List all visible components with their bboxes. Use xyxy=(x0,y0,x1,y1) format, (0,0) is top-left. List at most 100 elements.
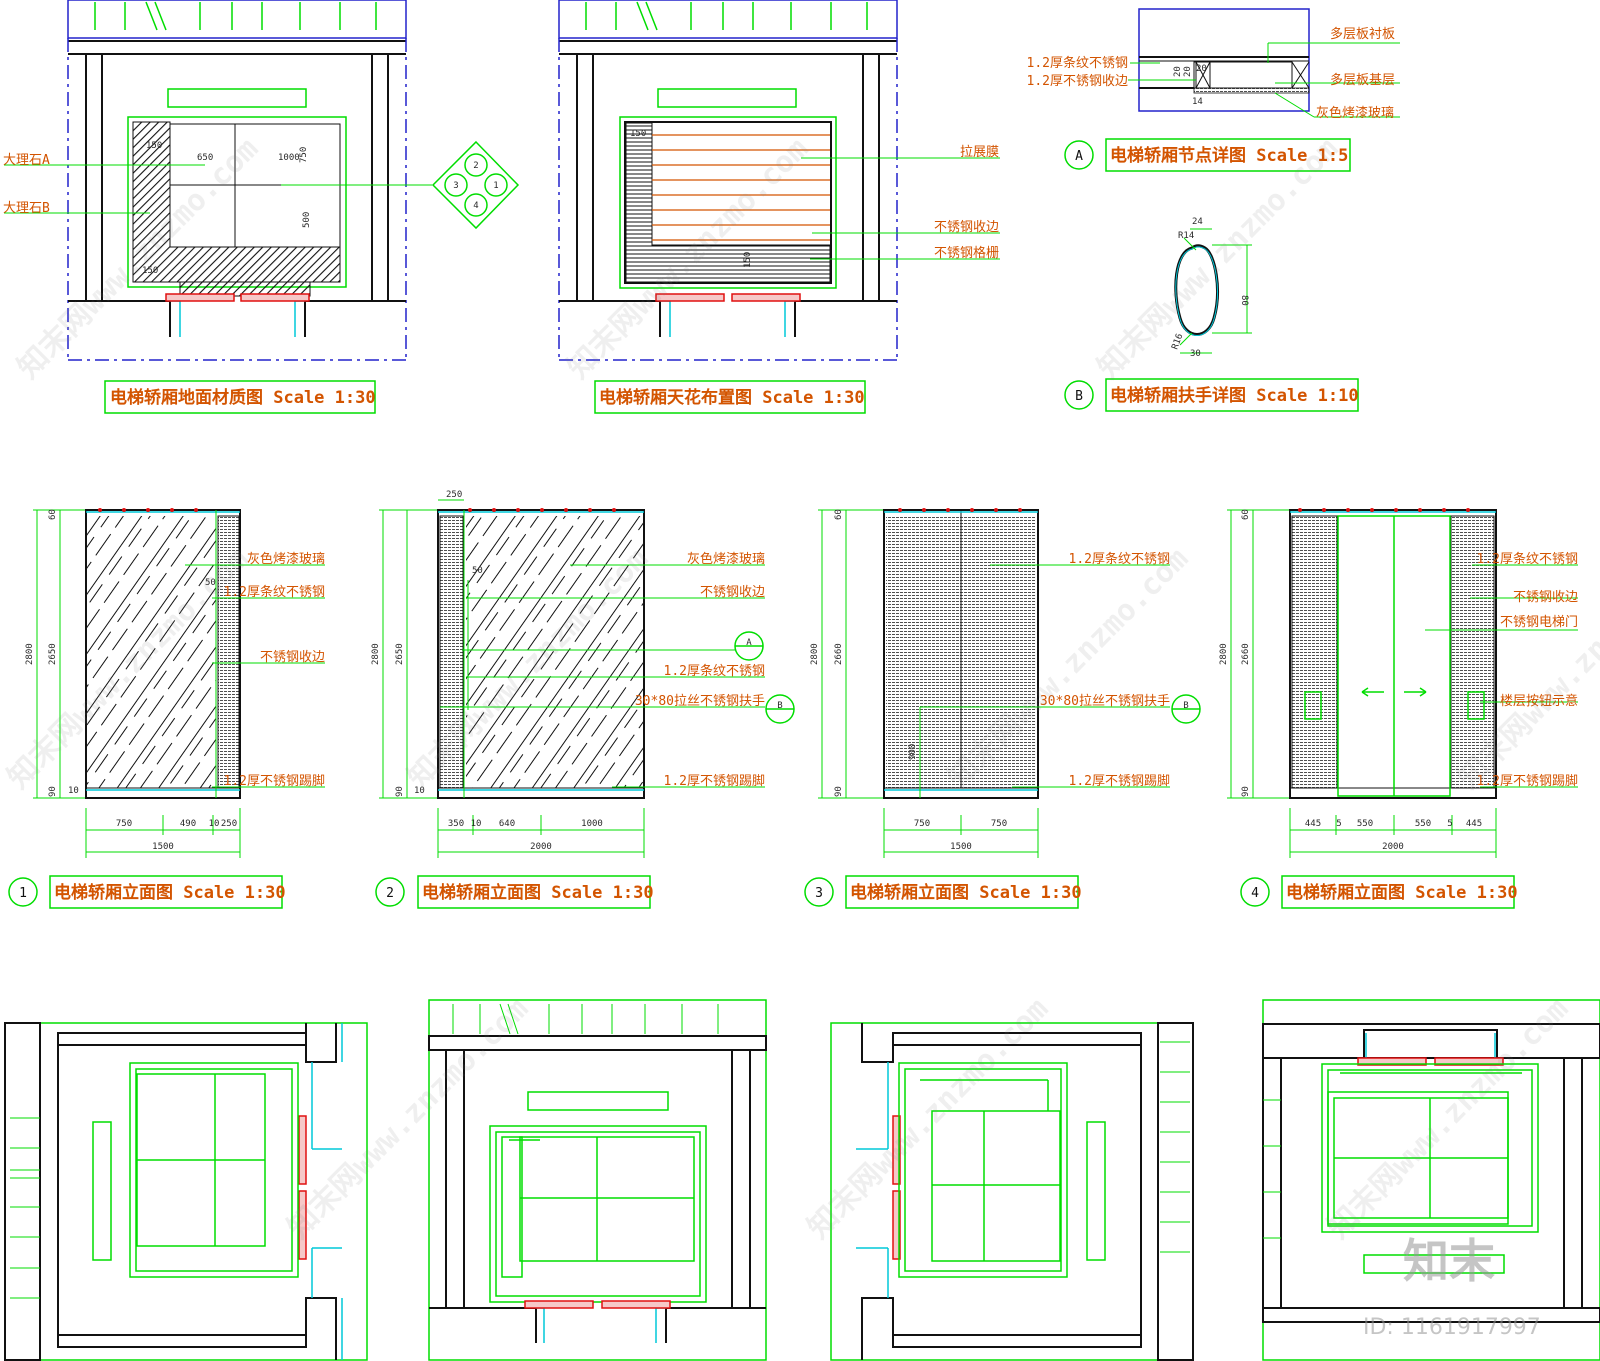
elev3-dim-2660: 2660 xyxy=(834,643,844,665)
elev3-label-handrail: 30*80拉丝不锈钢扶手 xyxy=(1040,694,1170,709)
elev3-dim-750a: 750 xyxy=(914,819,930,829)
elev3-dim-2800: 2800 xyxy=(810,643,820,665)
elev2-dim-2000: 2000 xyxy=(530,842,552,852)
elev4-label-kickplate: 1.2厚不锈钢踢脚 xyxy=(1477,773,1578,789)
ceiling-dim-150b: 150 xyxy=(743,252,753,268)
pattern-num-4: 4 xyxy=(473,201,478,211)
floor-dim-750: 750 xyxy=(299,147,309,163)
ceiling-dim-150: 150 xyxy=(630,129,646,139)
ceiling-label-ss-trim: 不锈钢收边 xyxy=(934,220,999,235)
elev1-num: 1 xyxy=(19,886,27,901)
detail-b-dim-30: 30 xyxy=(1190,349,1201,359)
detail-a-label-grey-glass: 灰色烤漆玻璃 xyxy=(1316,105,1394,121)
elev2-label-ss-trim: 不锈钢收边 xyxy=(700,585,765,600)
elevation-2: 2800 2650 90 10 250 灰色烤漆玻璃 不锈钢收边 1.2厚条纹不… xyxy=(371,490,795,909)
elev1-label-grey-glass: 灰色烤漆玻璃 xyxy=(247,551,325,567)
detail-a-marker: A xyxy=(1075,149,1083,164)
elev4-label-striped-ss: 1.2厚条纹不锈钢 xyxy=(1477,551,1578,567)
detail-b-dim-24: 24 xyxy=(1192,217,1203,227)
elev2-title: 电梯轿厢立面图 Scale 1:30 xyxy=(422,882,654,903)
elev4-dim-5a: 5 xyxy=(1336,819,1341,829)
elev4-label-floor-buttons: 楼层按钮示意 xyxy=(1500,693,1578,709)
pattern-num-1: 1 xyxy=(493,181,498,191)
elev1-dim-2800: 2800 xyxy=(25,643,35,665)
elev4-dim-2660: 2660 xyxy=(1241,643,1251,665)
ceiling-plan-title: 电梯轿厢天花布置图 Scale 1:30 xyxy=(599,387,865,408)
elev2-dim-90: 90 xyxy=(395,786,405,797)
detail-b-handrail: 24 R14 80 R16 30 B 电梯轿厢扶手详图 Scale 1:10 xyxy=(1064,217,1359,412)
elev1-dim-490: 490 xyxy=(180,819,196,829)
elev2-dim-250: 250 xyxy=(446,490,462,500)
bottom-plan-1 xyxy=(4,1022,368,1361)
elev2-dim-50: 50 xyxy=(472,566,483,576)
elev4-num: 4 xyxy=(1251,886,1259,901)
elev4-dim-60: 60 xyxy=(1241,509,1251,520)
elev2-marker-a: A xyxy=(746,638,752,648)
elev1-dim-750: 750 xyxy=(116,819,132,829)
floor-pattern-key: 2 3 1 4 xyxy=(431,140,520,230)
bottom-plan-3 xyxy=(830,1022,1194,1361)
detail-b-dim-80: 80 xyxy=(1239,295,1249,306)
elev2-dim-10: 10 xyxy=(414,786,425,796)
detail-a-node: 20 20 20 14 1.2厚条纹不锈钢 1.2厚不锈钢收边 多层板衬板 多层… xyxy=(1027,8,1400,172)
elev2-num: 2 xyxy=(386,886,394,901)
elev4-dim-445a: 445 xyxy=(1305,819,1321,829)
elev2-label-grey-glass: 灰色烤漆玻璃 xyxy=(687,551,765,567)
elev1-dim-60: 60 xyxy=(48,509,58,520)
detail-b-title: 电梯轿厢扶手详图 Scale 1:10 xyxy=(1110,385,1359,406)
elev4-dim-2000: 2000 xyxy=(1382,842,1404,852)
elev1-dim-90: 90 xyxy=(48,786,58,797)
pattern-num-3: 3 xyxy=(453,181,458,191)
elev4-dim-550a: 550 xyxy=(1357,819,1373,829)
elev4-label-elevator-door: 不锈钢电梯门 xyxy=(1500,615,1578,630)
elev3-num: 3 xyxy=(815,886,823,901)
elev4-dim-550b: 550 xyxy=(1415,819,1431,829)
image-id: ID: 1161917997 xyxy=(1363,1315,1541,1340)
elev3-dim-900: 900 xyxy=(908,744,918,760)
detail-a-label-ss-trim: 1.2厚不锈钢收边 xyxy=(1027,74,1128,89)
detail-a-dim-20c: 20 xyxy=(1196,64,1207,74)
elev3-dim-90: 90 xyxy=(834,786,844,797)
watermark-8: 知末网www.znzmo.com xyxy=(281,991,535,1245)
elev1-title: 电梯轿厢立面图 Scale 1:30 xyxy=(54,882,286,903)
detail-a-label-ply-base: 多层板基层 xyxy=(1330,72,1395,88)
watermark-9: 知末网www.znzmo.com xyxy=(801,991,1055,1245)
bottom-plan-4 xyxy=(1262,999,1600,1361)
elev2-label-striped-ss: 1.2厚条纹不锈钢 xyxy=(664,663,765,679)
elev3-marker-b: B xyxy=(1183,701,1188,711)
elevation-1: 2800 2650 60 90 10 灰色烤漆玻璃 1.2厚条纹不锈钢 不锈钢收… xyxy=(8,508,325,909)
detail-a-label-striped-ss: 1.2厚条纹不锈钢 xyxy=(1027,55,1128,71)
floor-dim-650: 650 xyxy=(197,153,213,163)
elev4-dim-90: 90 xyxy=(1241,786,1251,797)
elev4-dim-445b: 445 xyxy=(1466,819,1482,829)
elev2-label-handrail: 30*80拉丝不锈钢扶手 xyxy=(635,694,765,709)
detail-a-label-ply-lining: 多层板衬板 xyxy=(1330,26,1395,42)
elev2-label-kickplate: 1.2厚不锈钢踢脚 xyxy=(664,773,765,789)
elev2-dim-1000: 1000 xyxy=(581,819,603,829)
elev2-dim-640: 640 xyxy=(499,819,515,829)
pattern-num-2: 2 xyxy=(473,161,478,171)
elev2-dim-2650: 2650 xyxy=(395,643,405,665)
floor-dim-1000: 1000 xyxy=(278,153,300,163)
elev4-label-ss-trim: 不锈钢收边 xyxy=(1513,590,1578,605)
ceiling-label-ss-grille: 不锈钢格栅 xyxy=(934,245,999,261)
elev1-dim-h10: 10 xyxy=(209,819,220,829)
floor-label-marble-b: 大理石B xyxy=(3,201,50,216)
elev4-title: 电梯轿厢立面图 Scale 1:30 xyxy=(1286,882,1518,903)
elev3-label-striped-ss: 1.2厚条纹不锈钢 xyxy=(1069,551,1170,567)
elevation-3: 2800 2660 60 90 900 1.2厚条纹不锈钢 30*80拉丝不锈钢… xyxy=(804,508,1201,909)
floor-dim-150: 150 xyxy=(146,141,162,151)
elev3-dim-1500: 1500 xyxy=(950,842,972,852)
detail-a-title: 电梯轿厢节点详图 Scale 1:5 xyxy=(1110,145,1348,166)
elev1-label-ss-trim: 不锈钢收边 xyxy=(260,650,325,665)
ceiling-label-stretch-film: 拉展膜 xyxy=(960,145,999,160)
elev3-title: 电梯轿厢立面图 Scale 1:30 xyxy=(850,882,1082,903)
elev4-dim-5b: 5 xyxy=(1447,819,1452,829)
floor-label-marble-a: 大理石A xyxy=(3,153,50,168)
floor-plan-title: 电梯轿厢地面材质图 Scale 1:30 xyxy=(110,387,376,408)
detail-a-dim-14: 14 xyxy=(1192,97,1203,107)
floor-dim-150b: 150 xyxy=(142,266,158,276)
detail-b-dim-r16: R16 xyxy=(1170,332,1185,351)
watermark-3: 知末网www.znzmo.com xyxy=(1091,131,1345,385)
